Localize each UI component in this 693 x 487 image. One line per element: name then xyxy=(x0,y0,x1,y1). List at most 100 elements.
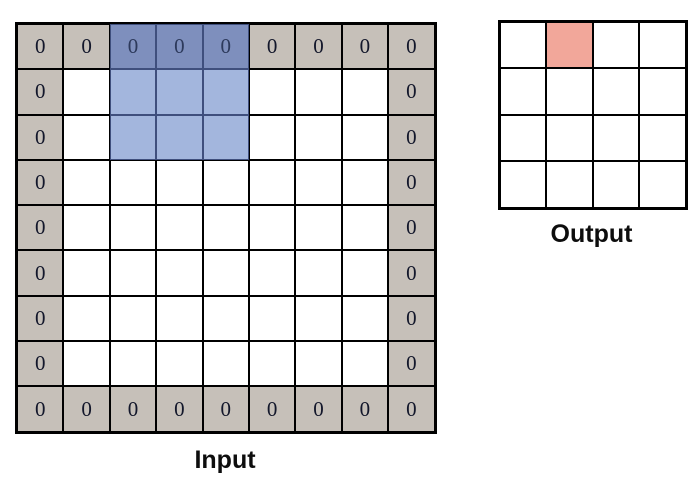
input-cell-r1-c8[interactable]: 0 xyxy=(388,69,435,115)
cell-digit: 0 xyxy=(34,260,46,285)
output-cell-r0-c2[interactable] xyxy=(592,22,640,69)
input-cell-r1-c5[interactable] xyxy=(248,69,296,115)
input-cell-r5-c0[interactable]: 0 xyxy=(17,250,64,296)
input-cell-r0-c6[interactable]: 0 xyxy=(295,24,342,70)
input-cell-r4-c8[interactable]: 0 xyxy=(388,205,435,251)
input-cell-r4-c0[interactable]: 0 xyxy=(17,205,64,251)
output-cell-r2-c2[interactable] xyxy=(592,114,640,162)
input-cell-r7-c7[interactable] xyxy=(341,341,389,387)
input-cell-r1-c4[interactable] xyxy=(202,69,249,115)
input-cell-r0-c0[interactable]: 0 xyxy=(17,24,64,70)
input-cell-r2-c5[interactable] xyxy=(248,114,296,160)
input-cell-r1-c0[interactable]: 0 xyxy=(17,69,64,115)
output-cell-r1-c1[interactable] xyxy=(546,68,593,115)
input-cell-r7-c1[interactable] xyxy=(63,341,110,387)
input-cell-r2-c1[interactable] xyxy=(63,114,110,160)
output-grid[interactable] xyxy=(498,20,688,210)
input-cell-r4-c6[interactable] xyxy=(295,205,342,251)
input-cell-r2-c8[interactable]: 0 xyxy=(388,114,435,160)
input-cell-r5-c3[interactable] xyxy=(156,250,203,296)
input-cell-r6-c5[interactable] xyxy=(248,295,296,342)
output-cell-r1-c0[interactable] xyxy=(500,68,547,115)
input-cell-r0-c8[interactable]: 0 xyxy=(388,24,435,70)
input-cell-r0-c3[interactable]: 0 xyxy=(156,24,203,70)
input-cell-r4-c5[interactable] xyxy=(248,205,296,251)
input-cell-r0-c7[interactable]: 0 xyxy=(341,24,389,70)
input-cell-r8-c5[interactable]: 0 xyxy=(248,386,296,432)
input-cell-r0-c5[interactable]: 0 xyxy=(248,24,296,70)
input-cell-r2-c4[interactable] xyxy=(202,114,249,160)
input-cell-r3-c2[interactable] xyxy=(109,159,157,206)
input-cell-r3-c7[interactable] xyxy=(341,159,389,206)
input-cell-r8-c6[interactable]: 0 xyxy=(295,386,342,432)
input-cell-r8-c4[interactable]: 0 xyxy=(202,386,249,432)
output-cell-r2-c3[interactable] xyxy=(639,114,686,162)
input-cell-r0-c1[interactable]: 0 xyxy=(63,24,110,70)
output-cell-r1-c2[interactable] xyxy=(592,68,640,115)
input-cell-r7-c4[interactable] xyxy=(202,341,249,387)
input-cell-r5-c7[interactable] xyxy=(341,250,389,296)
input-cell-r2-c3[interactable] xyxy=(156,114,203,160)
input-cell-r4-c3[interactable] xyxy=(156,205,203,251)
input-cell-r4-c7[interactable] xyxy=(341,205,389,251)
input-cell-r1-c6[interactable] xyxy=(295,69,342,115)
input-cell-r4-c2[interactable] xyxy=(109,205,157,251)
input-cell-r3-c0[interactable]: 0 xyxy=(17,159,64,206)
input-cell-r7-c8[interactable]: 0 xyxy=(388,341,435,387)
input-cell-r1-c7[interactable] xyxy=(341,69,389,115)
input-cell-r5-c8[interactable]: 0 xyxy=(388,250,435,296)
input-cell-r7-c5[interactable] xyxy=(248,341,296,387)
input-cell-r1-c3[interactable] xyxy=(156,69,203,115)
input-cell-r5-c5[interactable] xyxy=(248,250,296,296)
input-cell-r3-c3[interactable] xyxy=(156,159,203,206)
input-cell-r8-c7[interactable]: 0 xyxy=(341,386,389,432)
output-cell-r1-c3[interactable] xyxy=(639,68,686,115)
input-cell-r6-c6[interactable] xyxy=(295,295,342,342)
input-cell-r8-c1[interactable]: 0 xyxy=(63,386,110,432)
input-cell-r8-c0[interactable]: 0 xyxy=(17,386,64,432)
output-cell-r0-c1[interactable] xyxy=(546,22,593,69)
input-cell-r3-c5[interactable] xyxy=(248,159,296,206)
input-cell-r2-c2[interactable] xyxy=(109,114,157,160)
input-cell-r7-c3[interactable] xyxy=(156,341,203,387)
output-cell-r3-c0[interactable] xyxy=(500,161,547,208)
input-cell-r2-c7[interactable] xyxy=(341,114,389,160)
input-cell-r7-c2[interactable] xyxy=(109,341,157,387)
input-cell-r5-c1[interactable] xyxy=(63,250,110,296)
output-cell-r2-c1[interactable] xyxy=(546,114,593,162)
input-cell-r8-c2[interactable]: 0 xyxy=(109,386,157,432)
input-cell-r2-c0[interactable]: 0 xyxy=(17,114,64,160)
input-cell-r4-c4[interactable] xyxy=(202,205,249,251)
input-cell-r0-c4[interactable]: 0 xyxy=(202,24,249,70)
output-cell-r2-c0[interactable] xyxy=(500,114,547,162)
output-cell-r3-c2[interactable] xyxy=(592,161,640,208)
input-cell-r6-c7[interactable] xyxy=(341,295,389,342)
input-cell-r7-c6[interactable] xyxy=(295,341,342,387)
input-cell-r4-c1[interactable] xyxy=(63,205,110,251)
input-cell-r3-c4[interactable] xyxy=(202,159,249,206)
input-cell-r5-c2[interactable] xyxy=(109,250,157,296)
input-cell-r6-c8[interactable]: 0 xyxy=(388,295,435,342)
input-cell-r7-c0[interactable]: 0 xyxy=(17,341,64,387)
output-cell-r3-c1[interactable] xyxy=(546,161,593,208)
input-cell-r3-c6[interactable] xyxy=(295,159,342,206)
input-cell-r3-c1[interactable] xyxy=(63,159,110,206)
input-cell-r3-c8[interactable]: 0 xyxy=(388,159,435,206)
input-cell-r6-c4[interactable] xyxy=(202,295,249,342)
input-cell-r8-c3[interactable]: 0 xyxy=(156,386,203,432)
input-cell-r6-c3[interactable] xyxy=(156,295,203,342)
input-cell-r8-c8[interactable]: 0 xyxy=(388,386,435,432)
input-cell-r6-c1[interactable] xyxy=(63,295,110,342)
input-cell-r5-c4[interactable] xyxy=(202,250,249,296)
input-cell-r6-c0[interactable]: 0 xyxy=(17,295,64,342)
output-cell-r3-c3[interactable] xyxy=(639,161,686,208)
input-cell-r0-c2[interactable]: 0 xyxy=(109,24,157,70)
output-cell-r0-c0[interactable] xyxy=(500,22,547,69)
input-cell-r6-c2[interactable] xyxy=(109,295,157,342)
input-cell-r1-c1[interactable] xyxy=(63,69,110,115)
input-cell-r2-c6[interactable] xyxy=(295,114,342,160)
input-cell-r5-c6[interactable] xyxy=(295,250,342,296)
input-cell-r1-c2[interactable] xyxy=(109,69,157,115)
output-cell-r0-c3[interactable] xyxy=(639,22,686,69)
